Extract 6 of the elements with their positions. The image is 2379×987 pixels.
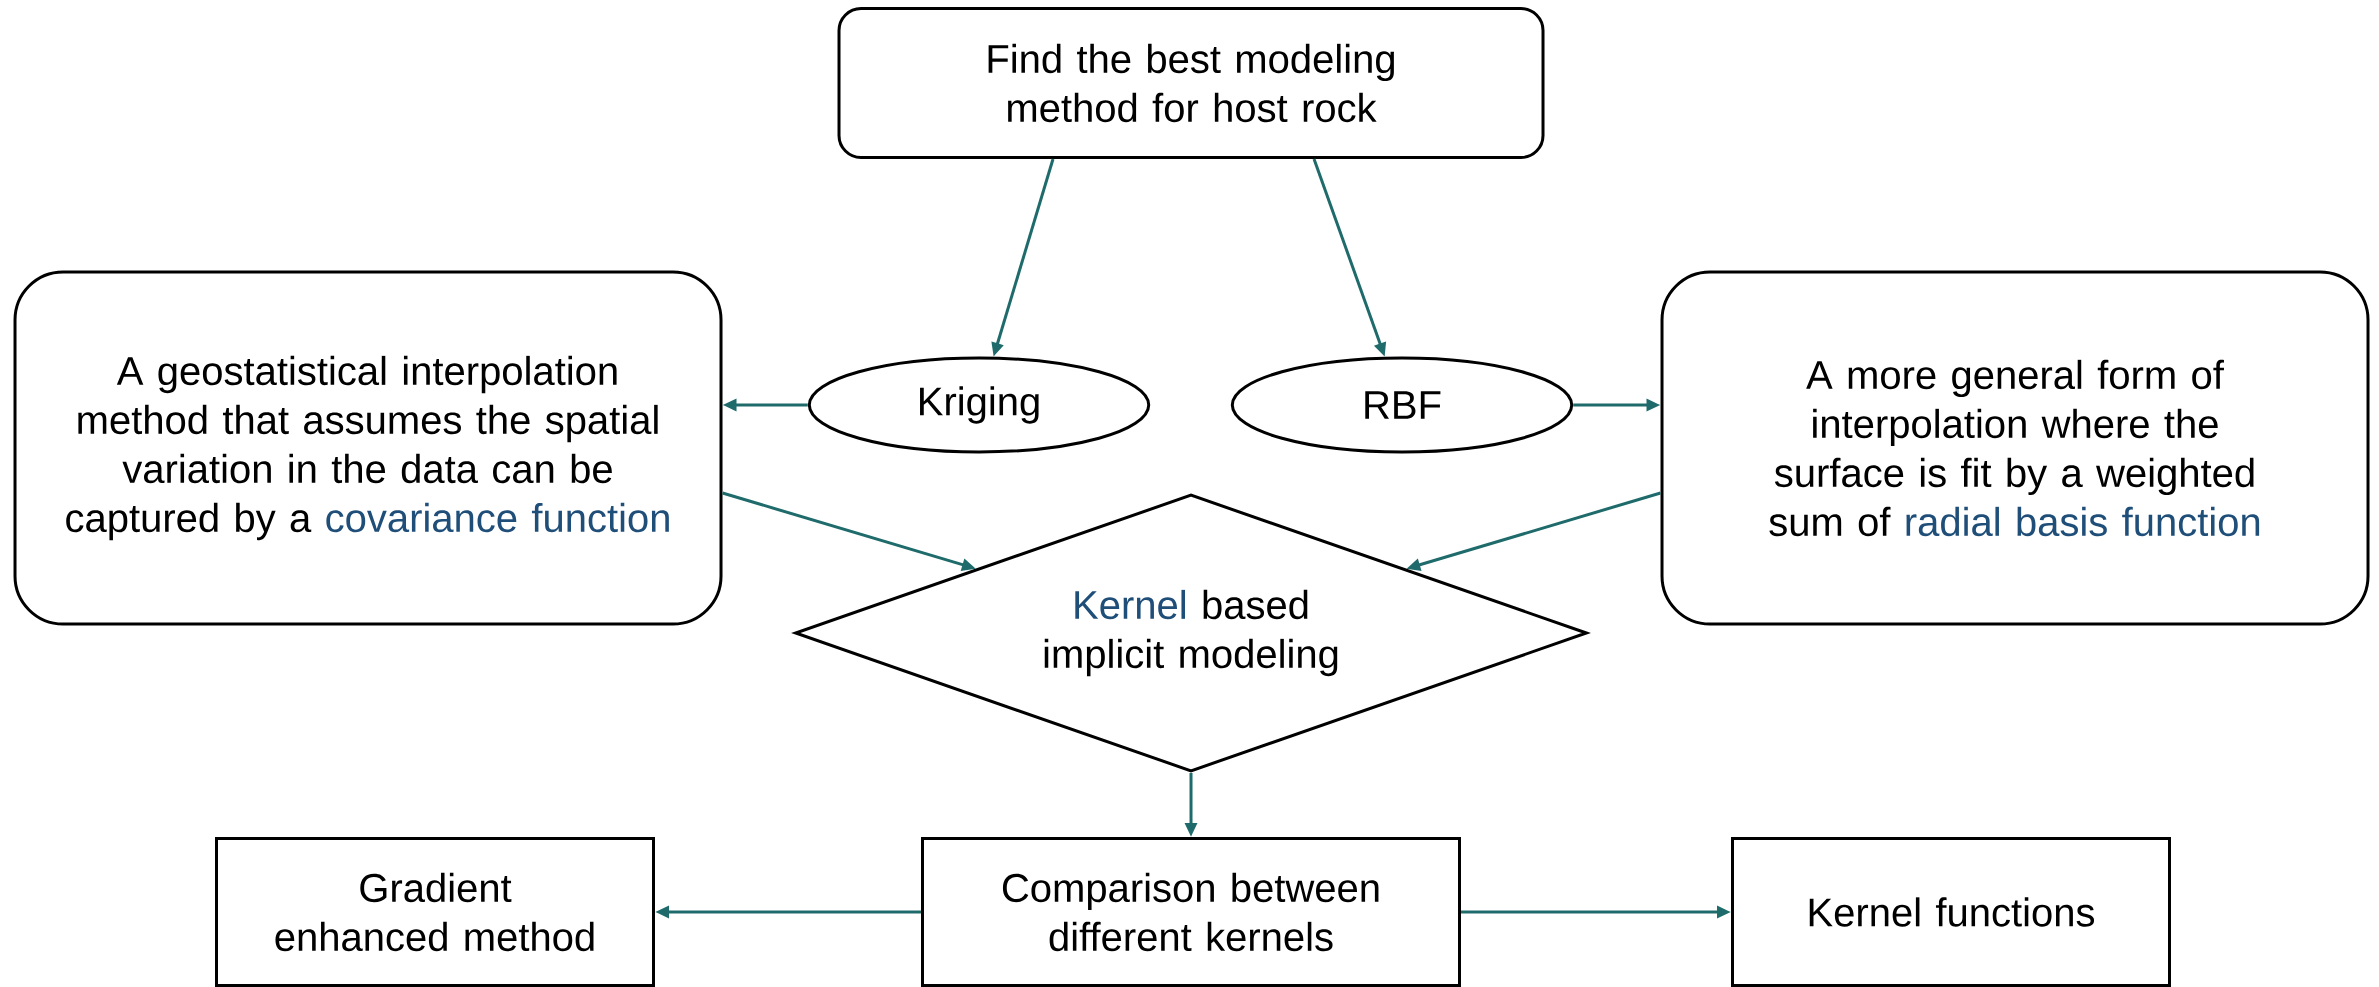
process-box: Gradient enhanced method	[215, 837, 655, 987]
process-box: Kernel functions	[1731, 837, 2171, 987]
description-box: A more general form of interpolation where the surface is fit by a weighted sum of radial basis function	[1660, 270, 2370, 626]
process-box: Comparison between different kernels	[921, 837, 1461, 987]
process-box: Find the best modeling method for host rock	[837, 7, 1545, 159]
description-box: A geostatistical interpolation method that assumes the spatial variation in the data can be captured by a covariance function	[13, 270, 723, 626]
